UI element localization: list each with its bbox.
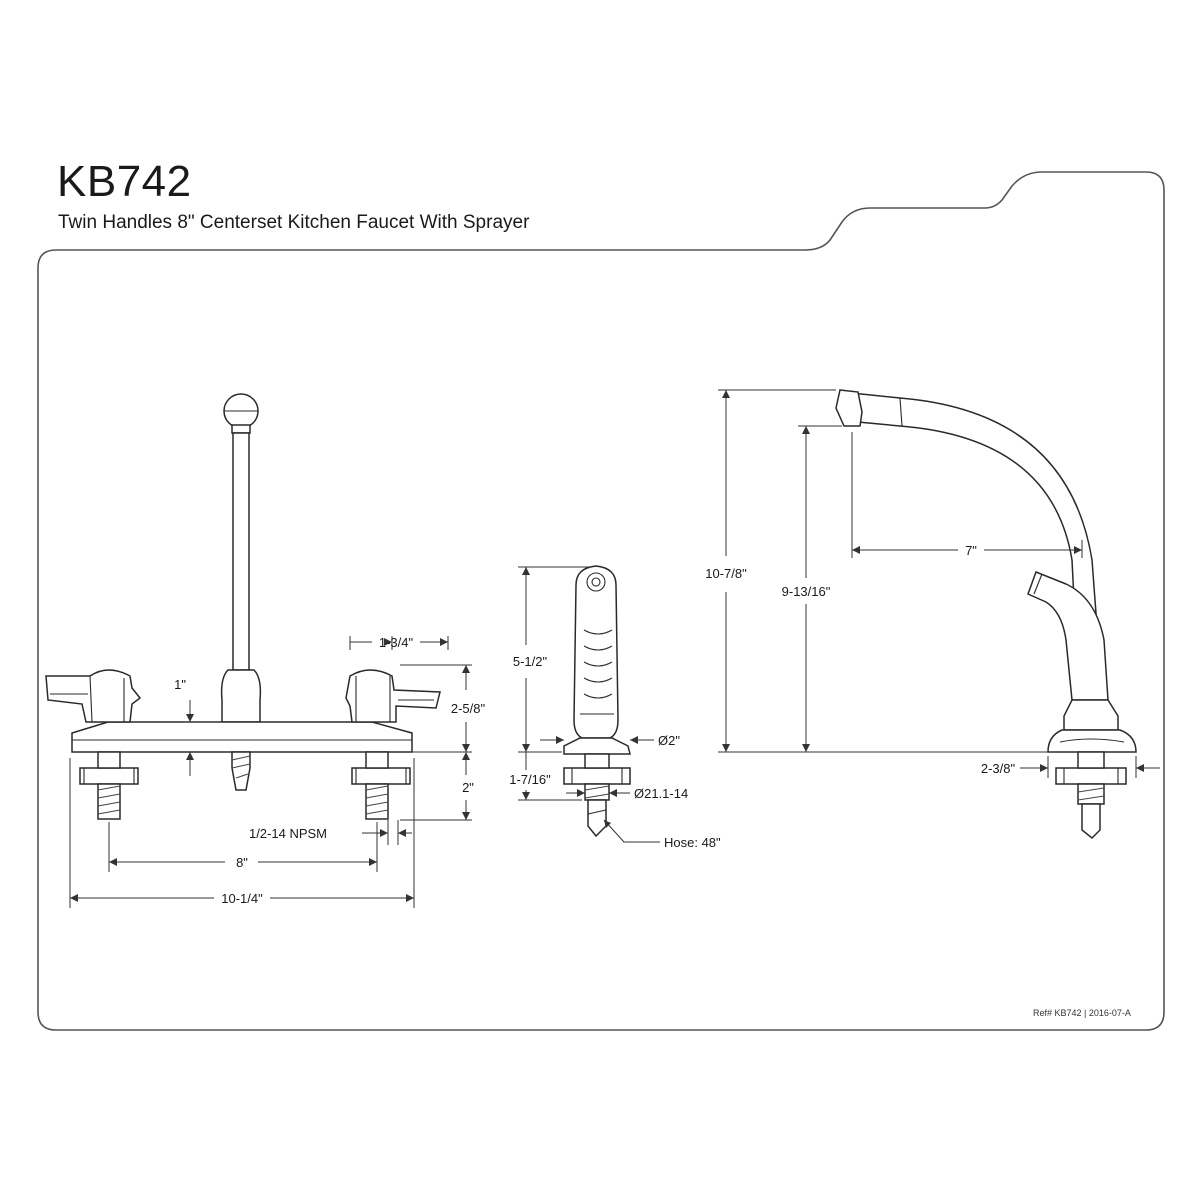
label-hose-length: Hose: 48" (664, 835, 721, 850)
sheet-border (37, 171, 1165, 1031)
label-overall-width: 10-1/4" (221, 891, 263, 906)
label-base-width: 2-3/8" (981, 761, 1016, 776)
label-deck-height: 2-5/8" (451, 701, 486, 716)
label-sprayer-height: 5-1/2" (513, 654, 548, 669)
sprayer-dimensions (518, 566, 660, 843)
label-handle-width: 1-3/4" (379, 635, 414, 650)
label-sprayer-diameter: Ø2" (658, 733, 680, 748)
label-center-spacing: 8" (236, 855, 248, 870)
sprayer (563, 565, 631, 838)
label-spout-reach: 7" (965, 543, 977, 558)
front-view-labels: 1" 1-3/4" 2-5/8" 2" 1/2-14 NPSM 8" 10-1/… (174, 635, 485, 906)
model-description: Twin Handles 8" Centerset Kitchen Faucet… (58, 212, 530, 233)
side-view-dimensions (718, 389, 1160, 778)
side-view-faucet (835, 389, 1137, 840)
front-view-dimensions (69, 636, 472, 908)
label-spout-clearance: 9-13/16" (782, 584, 831, 599)
sprayer-labels: 5-1/2" Ø2" 1-7/16" Ø21.1-14 Hose: 48" (509, 654, 721, 850)
front-view-faucet (45, 393, 441, 820)
reference-code: Ref# KB742 | 2016-07-A (1033, 1008, 1131, 1018)
model-title: KB742 (57, 157, 192, 206)
label-sprayer-thread: Ø21.1-14 (634, 786, 688, 801)
label-overall-height: 10-7/8" (705, 566, 747, 581)
label-handle-height: 1" (174, 677, 186, 692)
label-sprayer-shank: 1-7/16" (509, 772, 551, 787)
label-thread: 1/2-14 NPSM (249, 826, 327, 841)
side-view-labels: 10-7/8" 9-13/16" 7" 2-3/8" (705, 543, 1015, 776)
label-shank-length: 2" (462, 780, 474, 795)
